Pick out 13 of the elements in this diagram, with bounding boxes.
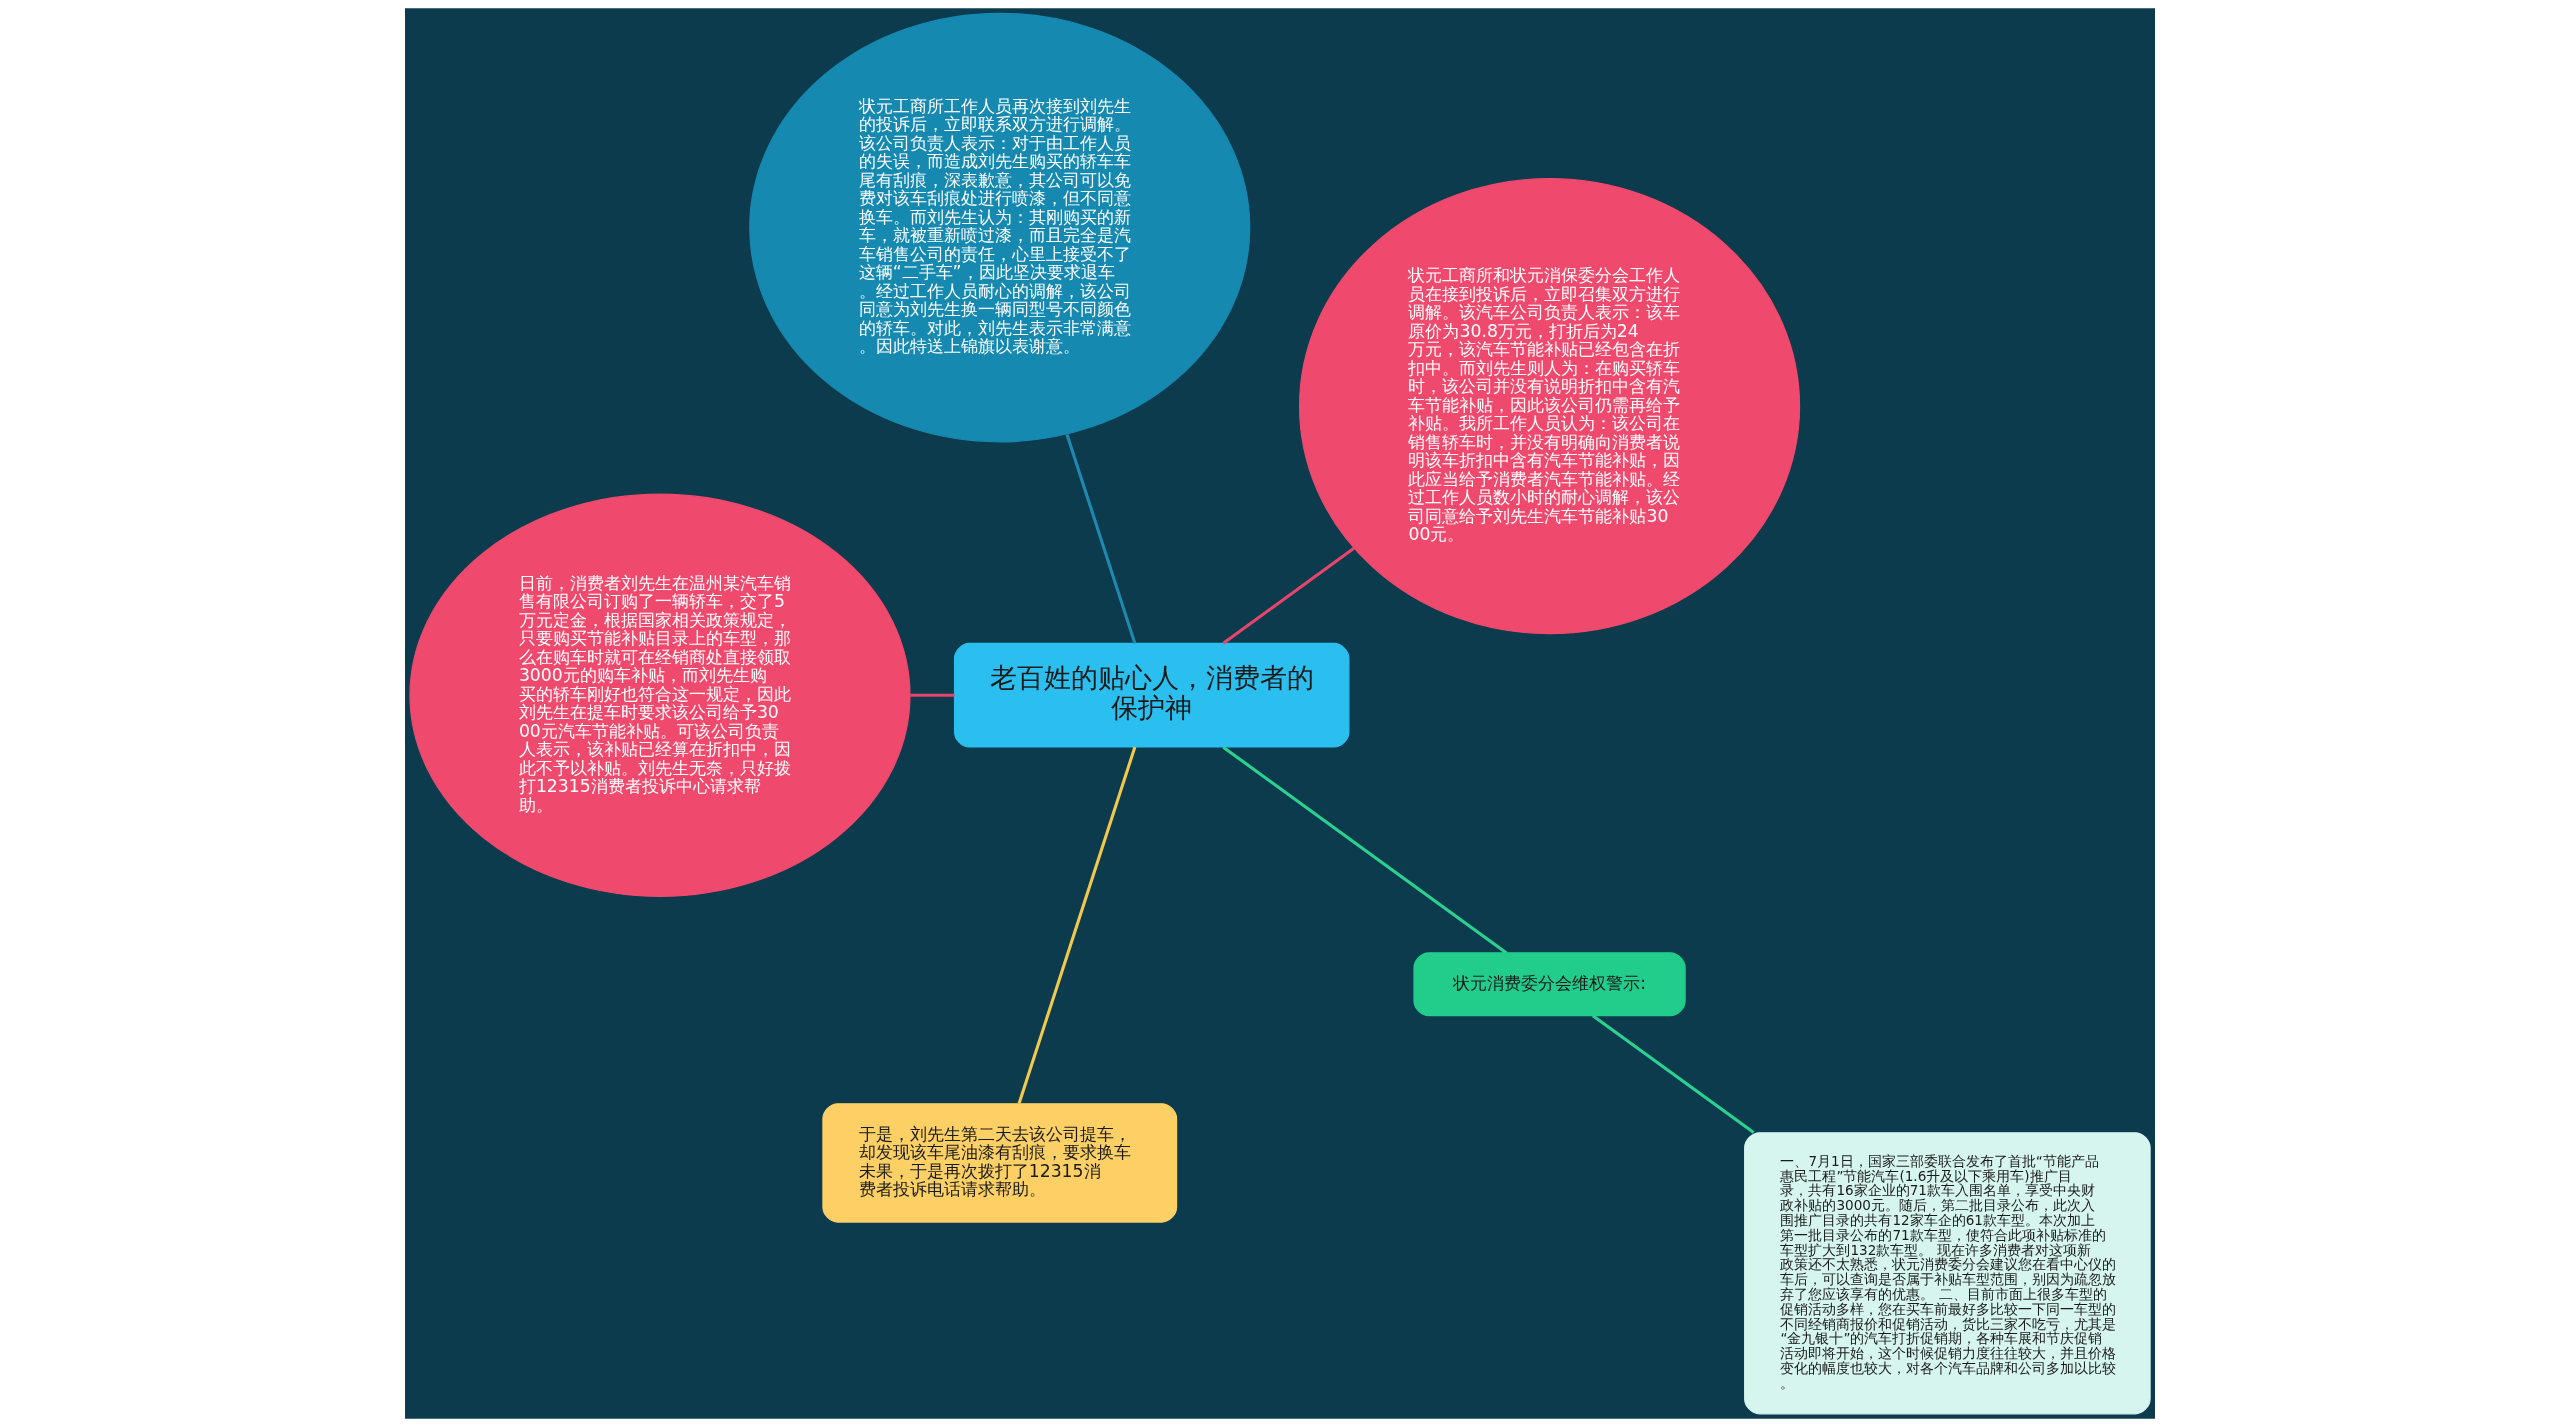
node-box: 状元消费委分会维权警示:: [1413, 952, 1686, 1017]
node-box: 于是，刘先生第二天去该公司提车，却发现该车尾油漆有刮痕，要求换车未果，于是再次拨打了12315消费者投诉电话请求帮助。: [822, 1103, 1178, 1223]
connector: [1222, 547, 1355, 645]
node-box: 一、7月1日，国家三部委联合发布了首批“节能产品惠民工程”节能汽车(1.6升及以下乘用车)推广目录，共有16家企业的71款车入围名单，享受中央财政补贴的3000元。随后，第二批目录公布，此次入围推广目录的共有12家车企的61款车型。本次加上第一批目录公布的71款车型，使符合此项补贴标准的车型扩大到132款车型。 现在许多消费者对这项新政策还不太熟悉，状元消费委分会建议您在看中心仪的车后，可以查询是否属于补贴车型范围，别因为疏忽放弃了您应该享有的优惠。 二、目前市面上很多车型的促销活动多样，您在买车前最好多比较一下同一车型的不同经销商报价和促销活动，货比三家不吃亏，尤其是“金九银十”的汽车打折促销期，各种车展和节庆促销活动即将开始，这个时候促销力度往往较大，并且价格变化的幅度也较大，对各个汽车品牌和公司多加以比较。: [1744, 1132, 2151, 1415]
node-box: 老百姓的贴心人，消费者的保护神: [953, 642, 1350, 748]
connector: [1591, 1014, 1755, 1134]
node-circle: 状元工商所和状元消保委分会工作人员在接到投诉后，立即召集双方进行调解。该汽车公司负责人表示：该车原价为30.8万元，打折后为24万元，该汽车节能补贴已经包含在折扣中。而刘先生则人为：在购买轿车时，该公司并没有说明折扣中含有汽车节能补贴，因此该公司仍需再给予补贴。我所工作人员认为：该公司在销售轿车时，并没有明确向消费者说明该车折扣中含有汽车节能补贴，因此应当给予消费者汽车节能补贴。经过工作人员数小时的耐心调解，该公司同意给予刘先生汽车节能补贴3000元。: [1298, 178, 1801, 635]
connector: [1065, 434, 1137, 644]
connector: [910, 693, 955, 697]
connector: [1017, 746, 1137, 1104]
node-ellipse: 状元工商所工作人员再次接到刘先生的投诉后，立即联系双方进行调解。该公司负责人表示：对于由工作人员的失误，而造成刘先生购买的轿车车尾有刮痕，深表歉意，其公司可以免费对该车刮痕处进行喷漆，但不同意换车。而刘先生认为：其刚购买的新车，就被重新喷过漆，而且完全是汽车销售公司的责任，心里上接受不了这辆“二手车”，因此坚决要求退车。经过工作人员耐心的调解，该公司同意为刘先生换一辆同型号不同颜色的轿车。对此，刘先生表示非常满意。因此特送上锦旗以表谢意。: [749, 12, 1251, 443]
connector: [1222, 746, 1508, 954]
node-ellipse: 日前，消费者刘先生在温州某汽车销售有限公司订购了一辆轿车，交了5万元定金，根据国家相关政策规定，只要购买节能补贴目录上的车型，那么在购车时就可在经销商处直接领取3000元的购车补贴，而刘先生购买的轿车刚好也符合这一规定，因此刘先生在提车时要求该公司给予3000元汽车节能补贴。可该公司负责人表示，该补贴已经算在折扣中，因此不予以补贴。刘先生无奈，只好拨打12315消费者投诉中心请求帮助。: [409, 493, 911, 897]
